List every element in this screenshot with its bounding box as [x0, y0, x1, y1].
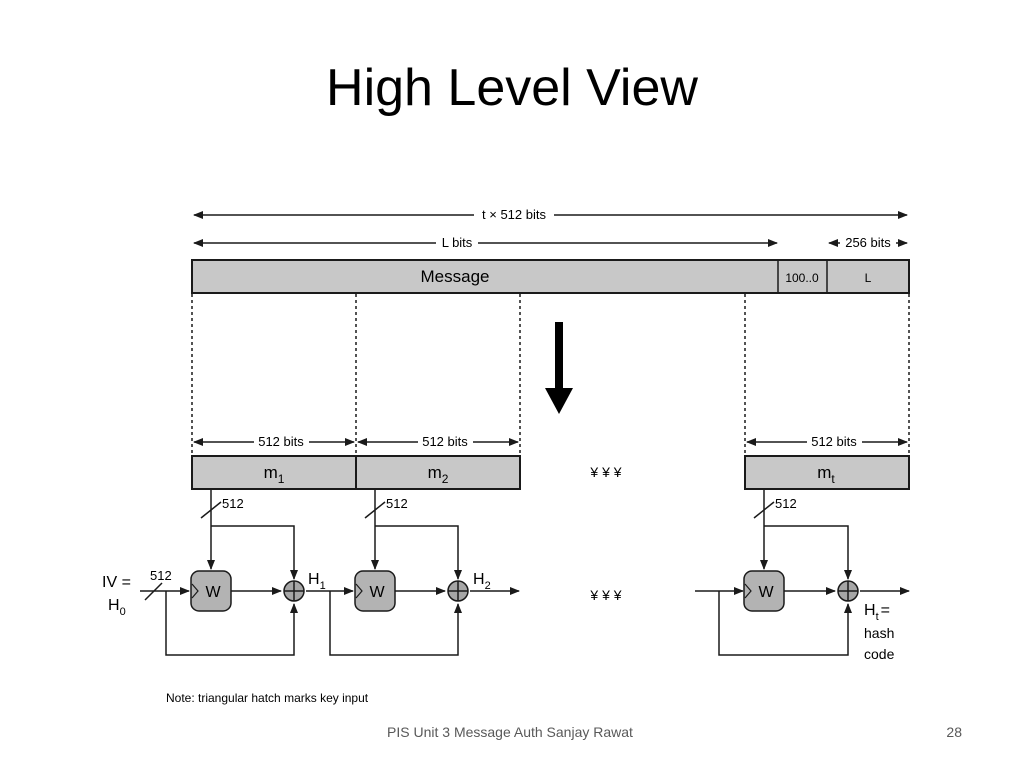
padding-label: 100..0 — [785, 271, 819, 285]
chain-ellipsis: ¥ ¥ ¥ — [589, 587, 621, 603]
length-label: L — [865, 271, 872, 285]
message-block-t — [744, 455, 910, 490]
key-width-label-2: 512 — [386, 496, 408, 511]
h1-label: H1 — [308, 571, 326, 592]
footer-text: PIS Unit 3 Message Auth Sanjay Rawat — [387, 724, 633, 740]
diagram-note: Note: triangular hatch marks key input — [166, 691, 369, 705]
block-size-label-2: 512 bits — [422, 434, 468, 449]
function-label-2: W — [369, 584, 385, 601]
iv-hatch — [144, 582, 163, 601]
xor-icon-2 — [447, 580, 469, 602]
block-split-lines — [191, 294, 910, 456]
hash-code-line2: code — [864, 646, 895, 662]
key-width-label-1: 512 — [222, 496, 244, 511]
h2-label: H2 — [473, 571, 491, 592]
block-size-label-1: 512 bits — [258, 434, 304, 449]
total-length-label: t × 512 bits — [482, 207, 546, 222]
key-hatch-2 — [364, 501, 386, 519]
ht-label: Ht= — [864, 602, 890, 623]
compression-function-t — [743, 570, 785, 612]
compression-function-2 — [354, 570, 396, 612]
key-hatch-1 — [200, 501, 222, 519]
message-label: Message — [421, 267, 490, 286]
message-length-label: L bits — [442, 235, 473, 250]
block-label-2: m2 — [428, 463, 449, 486]
key-hatch-3 — [753, 501, 775, 519]
function-label-1: W — [205, 584, 221, 601]
xor-icon-t — [837, 580, 859, 602]
split-arrow-icon — [545, 322, 573, 414]
block-label-t: mt — [817, 463, 835, 486]
xor-icon-1 — [283, 580, 305, 602]
slide-number: 28 — [946, 724, 962, 740]
block-ellipsis: ¥ ¥ ¥ — [589, 464, 621, 480]
block-size-label-3: 512 bits — [811, 434, 857, 449]
h0-label: H0 — [108, 597, 126, 618]
iv-width-label: 512 — [150, 568, 172, 583]
hash-code-line1: hash — [864, 625, 894, 641]
message-block-1 — [191, 455, 357, 490]
length-field-label: 256 bits — [845, 235, 891, 250]
compression-function-1 — [190, 570, 232, 612]
iv-label: IV = — [102, 574, 131, 591]
block-label-1: m1 — [264, 463, 285, 486]
key-width-label-3: 512 — [775, 496, 797, 511]
function-label-t: W — [758, 584, 774, 601]
message-bar — [191, 259, 910, 294]
slide-title: High Level View — [326, 59, 698, 117]
message-block-2 — [355, 455, 521, 490]
